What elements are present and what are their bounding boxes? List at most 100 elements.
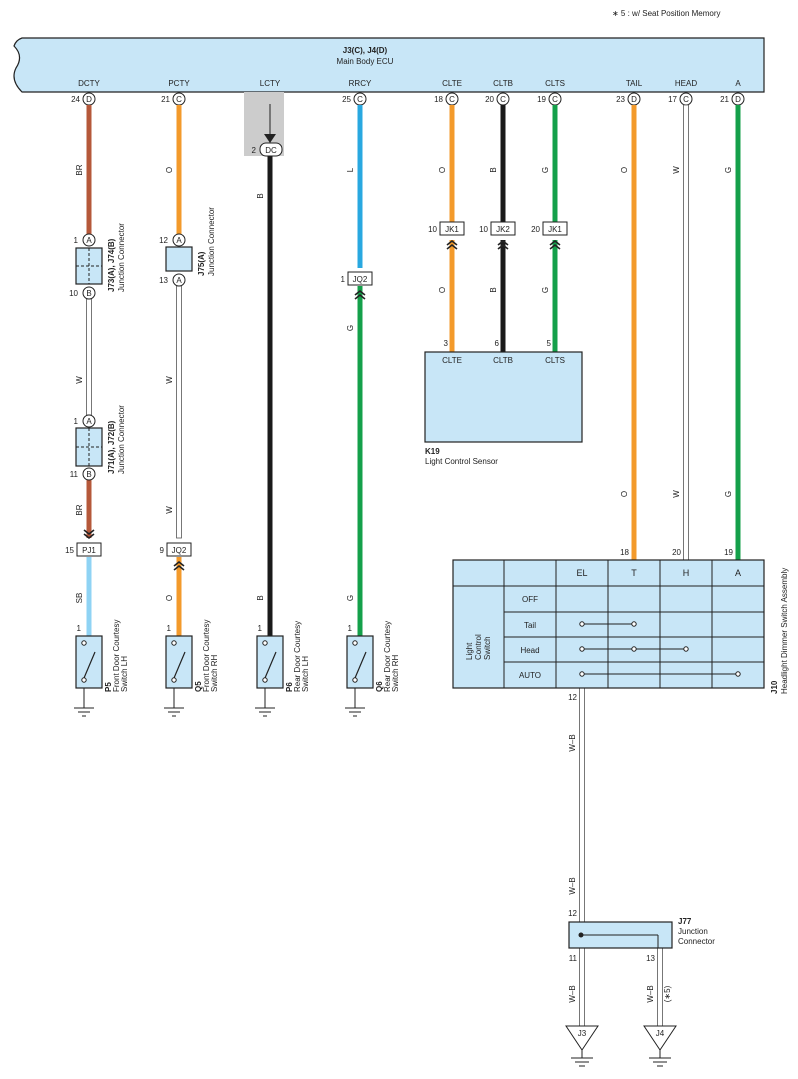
ecu-name: Main Body ECU	[337, 57, 394, 66]
j75-pin-top: 12	[159, 236, 168, 245]
j73-id: J73(A), J74(B)	[107, 238, 116, 292]
wire-j77-j3	[579, 947, 585, 1027]
ecu-terminal-pin-dcty: 24	[71, 95, 80, 104]
ecu-terminal-conn-clts: C	[552, 95, 558, 104]
wire-label-j3_wire: W–B	[568, 985, 577, 1002]
ecu-terminal-pin-tail: 23	[616, 95, 625, 104]
j73-conn-top: A	[86, 236, 92, 245]
switch-id-q5: Q5	[194, 681, 203, 692]
ecu-terminal-name-head: HEAD	[675, 79, 697, 88]
wire-label-dcty_bot: SB	[75, 593, 84, 604]
ecu-terminal-name-pcty: PCTY	[168, 79, 190, 88]
k19-pin-clts: 5	[547, 339, 552, 348]
switch-id-p5: P5	[104, 682, 113, 692]
j10-side-3: Switch	[483, 636, 492, 660]
wire-a-g	[735, 105, 741, 560]
wire-label-clte_bot: O	[438, 287, 447, 293]
inline-box-jk1b	[542, 221, 568, 236]
chevron-jk2-a	[497, 239, 509, 246]
junction-j73: A 1 B 10 J73(A), J74(B) Junction Connect…	[69, 223, 126, 300]
chevron-pj1-b	[83, 533, 95, 540]
switch-blade-q5	[173, 651, 186, 679]
switch-pin-p5: 1	[77, 624, 82, 633]
j71-pin-top: 1	[74, 417, 79, 426]
wire-label-j4_wire: W–B	[646, 985, 655, 1002]
wire-cltb-bot	[500, 240, 506, 352]
ecu-terminal-conn-head: C	[683, 95, 689, 104]
ecu-box	[13, 37, 765, 93]
switch-name1-q5: Front Door Courtesy	[202, 620, 211, 692]
wire-label-pcty_low: W	[165, 506, 174, 514]
j10-id: J10	[770, 680, 779, 694]
switch-contact-a-p6	[262, 677, 268, 683]
junction-j75: A 12 A 13 J75(A) Junction Connector	[159, 207, 216, 287]
wire-clts-bot	[552, 240, 558, 352]
ecu-terminal-pin-clte: 18	[434, 95, 443, 104]
switch-pin-q5: 1	[167, 624, 172, 633]
switch-box-p5	[75, 635, 103, 689]
switch-blade-q6	[354, 651, 367, 679]
chevron-jk1b-b	[549, 243, 561, 250]
ecu-connectors: J3(C), J4(D)	[343, 46, 388, 55]
switch-contact-b-p6	[262, 640, 268, 646]
switch-box-q5	[165, 635, 193, 689]
inline-label-jk2: JK2	[496, 225, 510, 234]
j10-col-t: T	[631, 568, 637, 578]
k19-label-clts: CLTS	[545, 356, 565, 365]
switch-box-q6	[346, 635, 374, 689]
ecu-terminal-name-a: A	[735, 79, 741, 88]
ecu-terminal-name-tail: TAIL	[626, 79, 643, 88]
wire-label-pcty_mid: W	[165, 376, 174, 384]
wire-label-tail_top: O	[620, 167, 629, 173]
j10-row-off: OFF	[522, 595, 538, 604]
switch-contact-a-q6	[352, 677, 358, 683]
dc-conn: DC	[265, 146, 277, 155]
wire-pcty-o-top	[176, 105, 182, 234]
wire-label-pcty_top: O	[165, 167, 174, 173]
switch-pin-p6: 1	[258, 624, 263, 633]
j10-row-head: Head	[520, 646, 539, 655]
j10-row-auto: AUTO	[519, 671, 541, 680]
j10-col-el: EL	[576, 568, 587, 578]
j75-id: J75(A)	[197, 251, 206, 276]
switch-blade-p5	[83, 651, 96, 679]
chevron-jq2a-a	[173, 560, 185, 567]
switch-contact-a-p5	[81, 677, 87, 683]
j77-junction: 12 11 13 J77 Junction Connector	[568, 909, 715, 963]
inline-pin-jk2: 10	[479, 225, 488, 234]
ecu-terminal-pin-pcty: 21	[161, 95, 170, 104]
inline-box-pj1	[76, 542, 102, 557]
j10-side-2: Control	[474, 634, 483, 660]
wire-lcty-b	[267, 156, 273, 636]
wire-clts-top	[552, 105, 558, 222]
wire-cltb-top	[500, 105, 506, 222]
wire-clte-top	[449, 105, 455, 222]
switch-blade-p6	[264, 651, 277, 679]
j10-col-a: A	[735, 568, 741, 578]
junction-dc: DC 2	[252, 142, 283, 157]
wire-pcty-o-bot	[176, 557, 182, 636]
j71-conn-top: A	[86, 417, 92, 426]
wire-label-a_bot: G	[724, 491, 733, 497]
ecu-terminal-name-clte: CLTE	[442, 79, 462, 88]
j77-name1: Junction	[678, 927, 708, 936]
inline-pin-jk1b: 20	[531, 225, 540, 234]
k19-label-clte: CLTE	[442, 356, 462, 365]
wire-label-a_top: G	[724, 167, 733, 173]
ecu-terminal-pin-cltb: 20	[485, 95, 494, 104]
ecu-terminal-pin-clts: 19	[537, 95, 546, 104]
chevron-jk1a-b	[446, 243, 458, 250]
wire-pcty-w	[176, 285, 182, 539]
ecu-terminal-name-clts: CLTS	[545, 79, 565, 88]
wire-label-cltb_bot: B	[489, 287, 498, 292]
wire-label-dcty_mid: W	[75, 376, 84, 384]
wire-dcty-sb	[86, 557, 92, 636]
switch-name2-q5: Switch RH	[210, 654, 219, 692]
chevron-jq2a-b	[173, 564, 185, 571]
ecu-terminal-conn-dcty: D	[86, 95, 92, 104]
inline-label-jk1b: JK1	[548, 225, 562, 234]
chevron-pj1-a	[83, 529, 95, 536]
inline-pin-jk1a: 10	[428, 225, 437, 234]
wire-tail-o	[631, 105, 637, 560]
